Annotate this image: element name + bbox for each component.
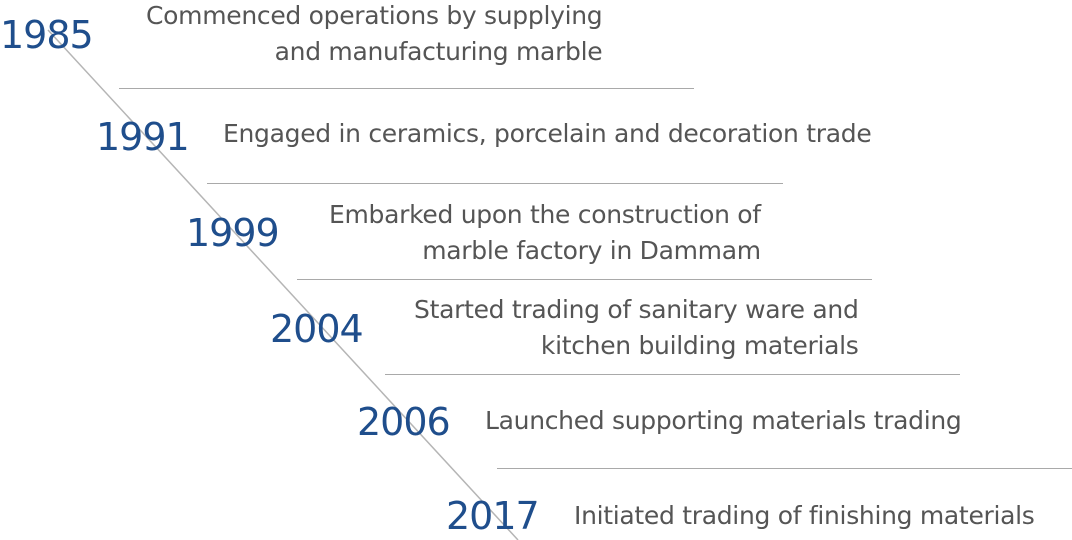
milestone-year-2017: 2017 (446, 494, 540, 538)
description-line: Launched supporting materials trading (485, 406, 962, 435)
description-line: Initiated trading of finishing materials (574, 501, 1035, 530)
description-line: Engaged in ceramics, porcelain and decor… (223, 119, 872, 148)
milestone-year-1999: 1999 (186, 211, 280, 255)
milestone-divider (207, 183, 783, 184)
milestone-description-2006: Launched supporting materials trading (485, 403, 962, 439)
milestone-divider (497, 468, 1072, 469)
description-line: marble factory in Dammam (422, 236, 761, 265)
diagonal-connector (47, 29, 519, 540)
description-line: Started trading of sanitary ware and (414, 295, 859, 324)
milestone-year-2006: 2006 (357, 400, 451, 444)
milestone-description-1991: Engaged in ceramics, porcelain and decor… (223, 116, 872, 152)
milestone-description-1985: Commenced operations by supplying and ma… (146, 0, 603, 70)
description-line: Embarked upon the construction of (329, 200, 761, 229)
milestone-description-1999: Embarked upon the construction of marble… (329, 197, 761, 269)
description-line: kitchen building materials (540, 331, 859, 360)
milestone-year-2004: 2004 (270, 307, 364, 351)
milestone-description-2004: Started trading of sanitary ware and kit… (414, 292, 859, 364)
description-line: Commenced operations by supplying (146, 1, 603, 30)
milestone-divider (119, 88, 694, 89)
milestone-year-1985: 1985 (0, 13, 94, 57)
milestone-description-2017: Initiated trading of finishing materials (574, 498, 1035, 534)
milestone-divider (297, 279, 872, 280)
description-line: and manufacturing marble (274, 37, 603, 66)
milestone-year-1991: 1991 (96, 115, 190, 159)
milestone-divider (385, 374, 960, 375)
